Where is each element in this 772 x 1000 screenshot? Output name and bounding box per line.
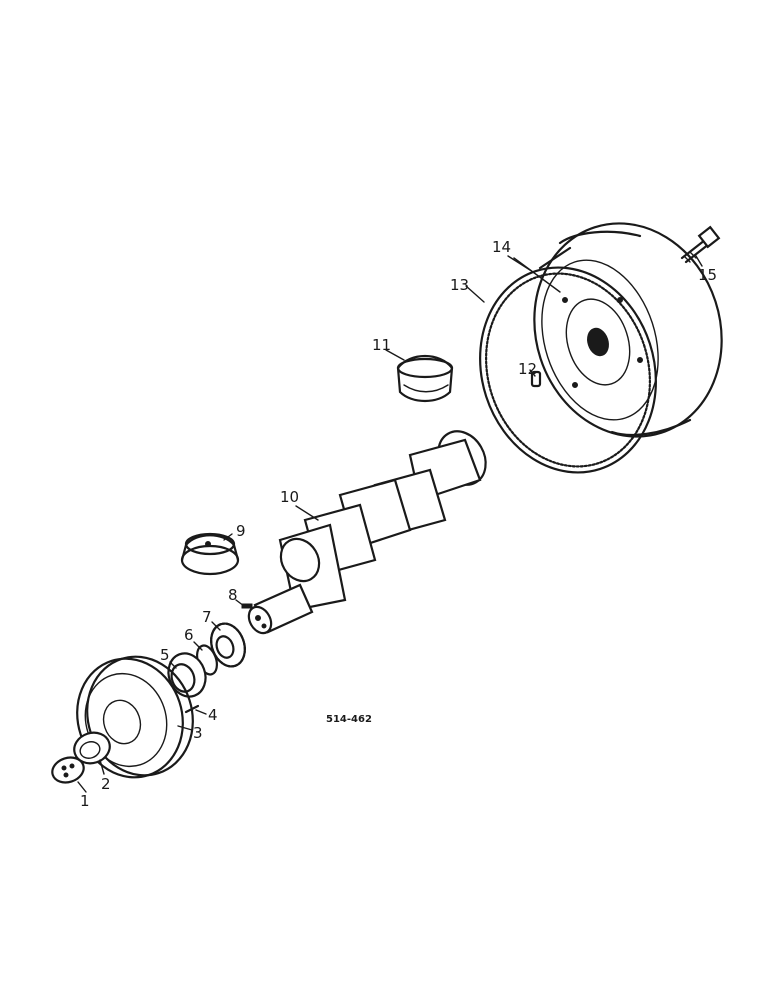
callout-4: 4	[208, 706, 218, 724]
crankshaft-gear	[210, 622, 246, 668]
thrust-bearing	[396, 355, 454, 403]
callout-14: 14	[492, 238, 511, 256]
main-bearing-shell	[180, 532, 240, 576]
callout-11: 11	[372, 336, 391, 354]
callout-13: 13	[450, 276, 469, 294]
callout-1: 1	[80, 792, 90, 810]
reference-code: 514-462	[326, 714, 372, 725]
crankshaft	[247, 430, 487, 635]
callout-8: 8	[228, 586, 238, 604]
oil-thrower	[167, 652, 207, 698]
leader-lines	[77, 255, 703, 793]
callout-5: 5	[160, 646, 170, 664]
pulley-washer	[73, 731, 111, 765]
pulley-retainer	[51, 756, 85, 784]
woodruff-key	[241, 603, 253, 609]
callout-15: 15	[698, 266, 717, 284]
callout-12: 12	[518, 360, 537, 378]
callouts: 1 2 3 4 5 6 7 8 9 10 11 12 13 14 15	[80, 238, 717, 810]
callout-10: 10	[280, 488, 299, 506]
callout-6: 6	[184, 626, 194, 644]
callout-7: 7	[202, 608, 212, 626]
callout-2: 2	[101, 775, 111, 793]
callout-9: 9	[236, 522, 246, 540]
callout-3: 3	[193, 724, 203, 742]
flywheel-bolt	[680, 225, 721, 264]
ring-gear	[479, 266, 657, 474]
